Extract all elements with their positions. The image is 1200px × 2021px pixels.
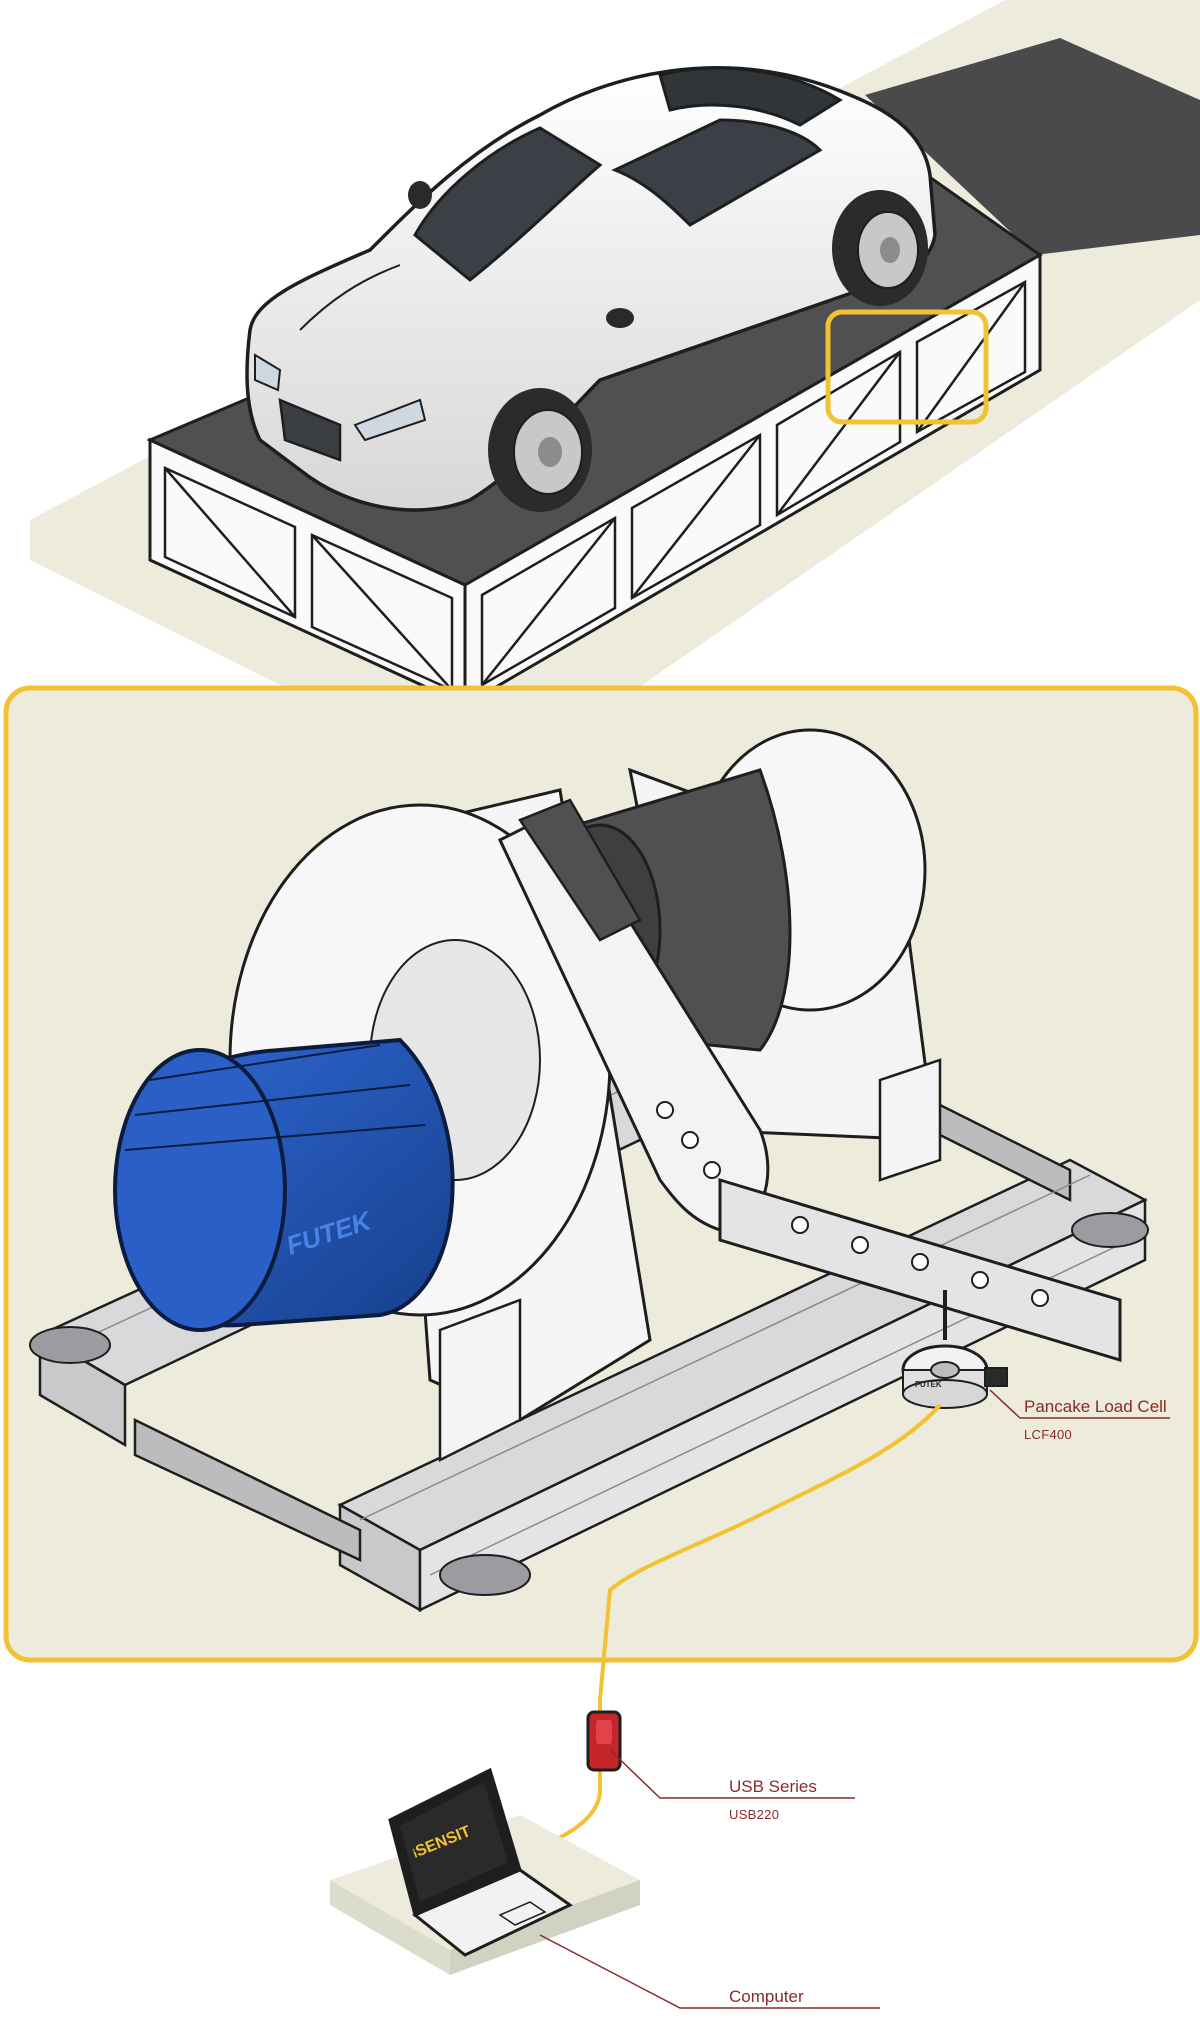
- platform-side-face: [463, 252, 1042, 708]
- load-cell-leader: [989, 1389, 1170, 1419]
- laptop-base: [412, 1868, 573, 1957]
- platform-truss: [163, 279, 1027, 692]
- usb-leader: [609, 1749, 855, 1799]
- signal-cable: [529, 1403, 942, 1852]
- usb-callout-title: USB Series: [729, 1777, 817, 1796]
- car-wheel-rear: [832, 190, 928, 306]
- highlight-box: [825, 309, 989, 425]
- car-icon: [245, 66, 937, 512]
- car-test-scene: [30, 0, 1200, 790]
- car-rear-window: [658, 66, 843, 127]
- ramp: [865, 38, 1200, 255]
- car-headlight: [353, 398, 427, 442]
- car-side-window: [611, 118, 823, 227]
- dynamometer-assembly: FUTEK FUTEK: [29, 728, 1149, 1613]
- usb-device-icon: [586, 1710, 622, 1772]
- usb-callout-model: USB220: [729, 1807, 780, 1822]
- callout-lines: [539, 1389, 1170, 2009]
- computer-leader: [539, 1934, 880, 2009]
- sensor-logo: FUTEK: [915, 1380, 942, 1389]
- motor-icon: FUTEK: [113, 1037, 455, 1332]
- computer-scene: iSENSIT: [330, 1767, 640, 1975]
- software-logo-prefix: i: [411, 1847, 419, 1861]
- load-cell-callout-title: Pancake Load Cell: [1024, 1397, 1167, 1416]
- car-windshield: [413, 126, 603, 282]
- load-cell-callout-model: LCF400: [1024, 1427, 1073, 1442]
- load-cell-icon: FUTEK: [901, 1290, 1008, 1409]
- car-wheel-front: [488, 388, 592, 512]
- computer-callout-title: Computer: [729, 1987, 804, 2006]
- car-grille: [278, 398, 342, 462]
- laptop-icon: iSENSIT: [388, 1767, 573, 1957]
